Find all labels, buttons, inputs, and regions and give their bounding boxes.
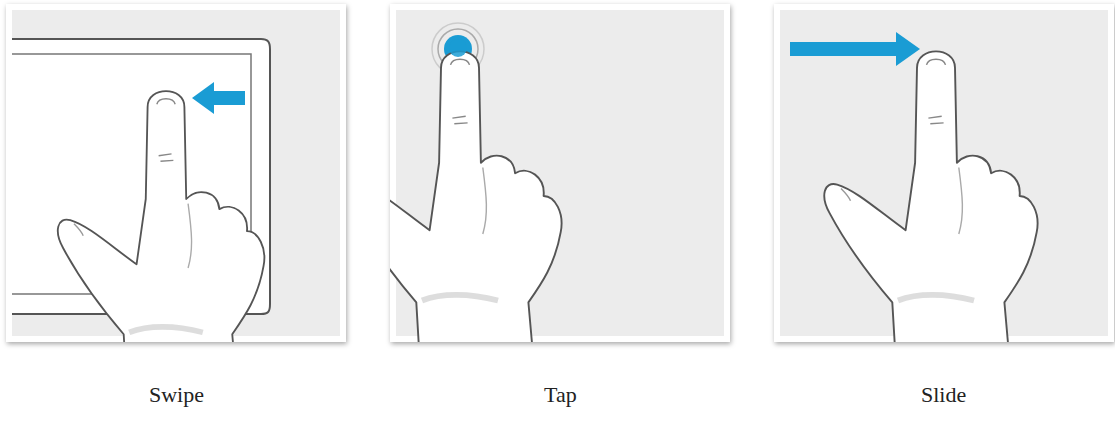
swipe-illustration — [6, 4, 346, 342]
gesture-panel — [390, 4, 730, 342]
gesture-label: Tap — [544, 382, 577, 408]
gesture-label: Swipe — [149, 382, 204, 408]
gesture-label: Slide — [921, 382, 966, 408]
tap-illustration — [390, 4, 730, 342]
gesture-panel — [774, 4, 1114, 342]
gesture-panel — [6, 4, 346, 342]
slide-illustration — [774, 4, 1114, 342]
